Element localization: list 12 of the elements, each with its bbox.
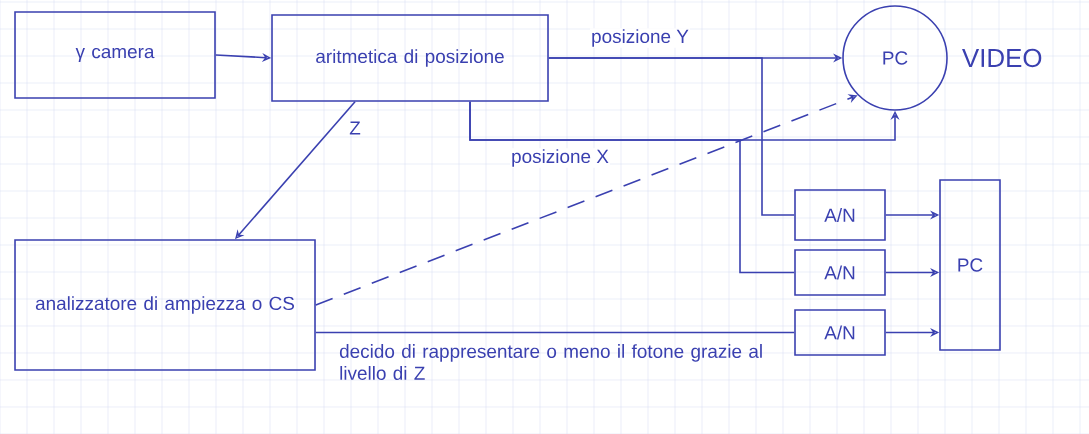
edge-label: Z <box>348 120 362 136</box>
note-text: decido di rappresentare o meno il fotone grazie al livello di Z <box>339 344 762 380</box>
process-box: aritmetica di posizione <box>271 14 549 102</box>
process-box: A/N <box>794 189 886 241</box>
side-label: VIDEO <box>962 48 1042 68</box>
edge-label: posizione Y <box>590 28 690 48</box>
process-box: PC <box>939 179 1001 351</box>
process-box: γ camera <box>14 11 216 99</box>
edge-label: posizione X <box>510 148 610 168</box>
process-box: A/N <box>794 249 886 296</box>
process-box: A/N <box>794 309 886 356</box>
process-box: analizzatore di ampiezza o CS <box>14 239 316 371</box>
